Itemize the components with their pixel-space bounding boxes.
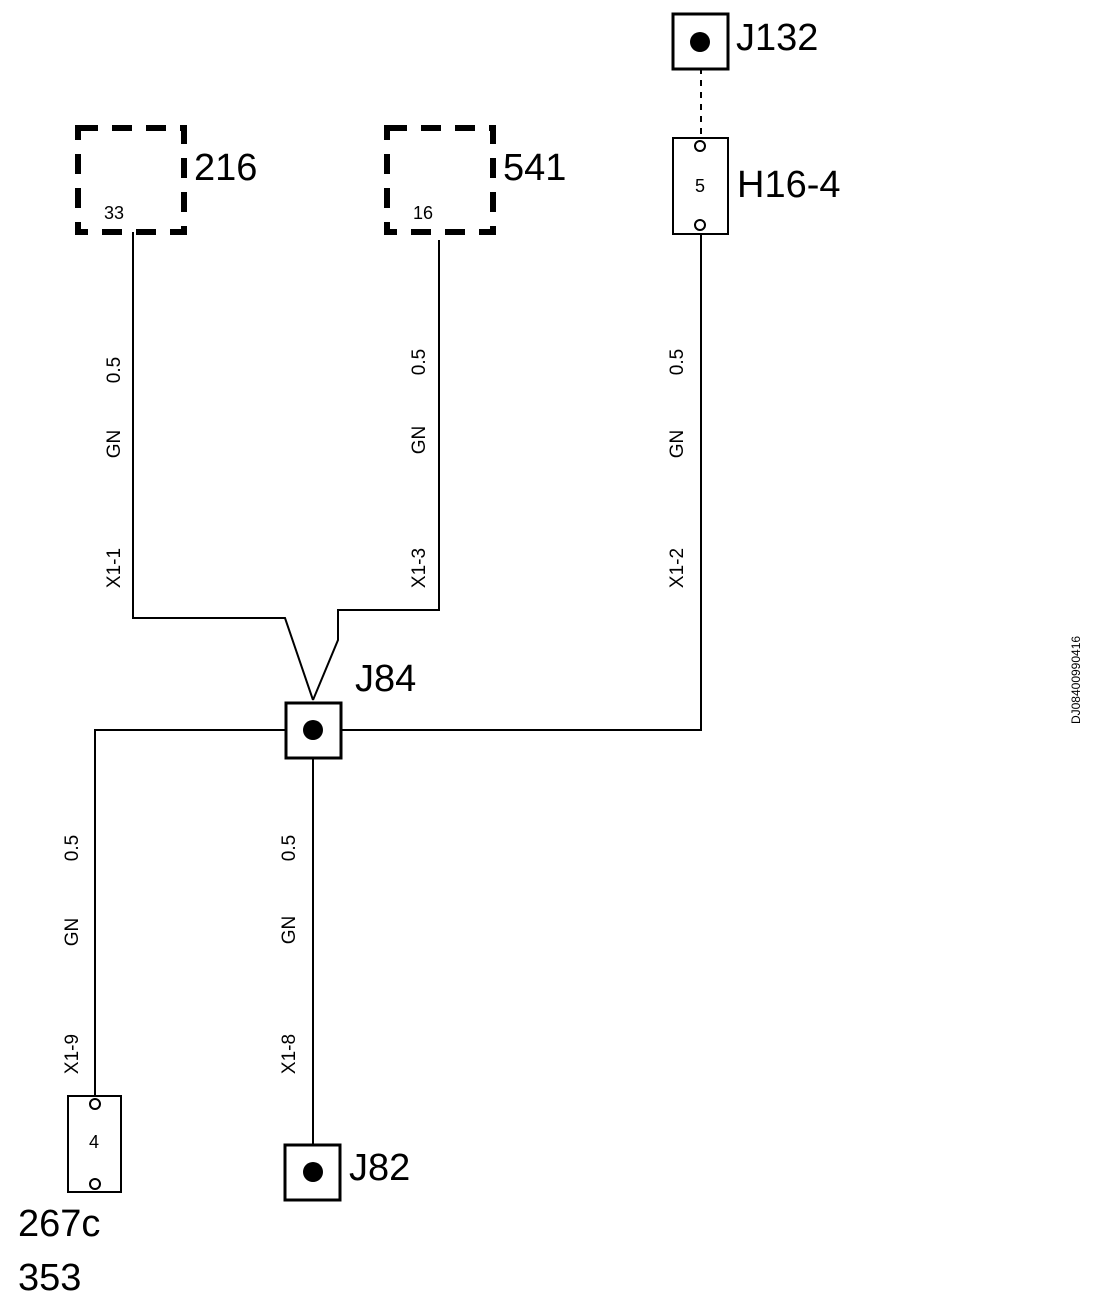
- junction-j84-label: J84: [355, 658, 416, 700]
- connector-267c-pin-number: 4: [89, 1132, 99, 1152]
- wire-x1-1-id: X1-1: [104, 548, 125, 588]
- wire-x1-8-id: X1-8: [279, 1034, 300, 1074]
- drawing-code: DJ08400990416: [1069, 636, 1083, 724]
- junction-j82: J82: [283, 1143, 410, 1202]
- junction-j132-dot: [690, 32, 710, 52]
- connector-267c-label-1: 267c: [18, 1203, 100, 1245]
- connector-h16-4-label: H16-4: [737, 164, 841, 206]
- wire-labels-x1-1: 0.5 GN X1-1: [104, 357, 125, 588]
- wire-x1-2: [340, 232, 702, 731]
- junction-j84: J84: [284, 658, 416, 760]
- connector-h16-4-pin-bottom: [694, 219, 706, 231]
- component-541-box: [384, 125, 496, 235]
- connector-267c-pin-top: [89, 1098, 101, 1110]
- wire-labels-x1-2: 0.5 GN X1-2: [667, 349, 688, 588]
- wire-x1-9-color: GN: [62, 918, 83, 947]
- wire-x1-2-size: 0.5: [667, 349, 688, 375]
- connector-h16-4-box: [672, 137, 729, 235]
- wire-x1-2-id: X1-2: [667, 548, 688, 588]
- connector-h16-4-pin-top: [694, 140, 706, 152]
- component-216: 33 216: [75, 125, 257, 235]
- wire-x1-9-id: X1-9: [62, 1034, 83, 1074]
- wire-labels-x1-9: 0.5 GN X1-9: [62, 835, 83, 1074]
- component-541-label: 541: [503, 147, 566, 189]
- wire-x1-1-size: 0.5: [104, 357, 125, 383]
- wire-labels-x1-3: 0.5 GN X1-3: [409, 349, 430, 588]
- component-216-label: 216: [194, 147, 257, 189]
- wire-labels-x1-8: 0.5 GN X1-8: [279, 835, 300, 1074]
- component-216-pin: 33: [104, 203, 124, 223]
- wire-x1-3-color: GN: [409, 426, 430, 455]
- junction-j82-label: J82: [349, 1147, 410, 1189]
- connector-267c-label-2: 353: [18, 1257, 81, 1299]
- junction-j132-label: J132: [736, 17, 818, 59]
- wire-x1-1: [132, 232, 314, 701]
- wire-x1-3: [312, 240, 440, 701]
- wire-x1-2-color: GN: [667, 430, 688, 459]
- component-541: 16 541: [384, 125, 566, 235]
- wire-x1-3-id: X1-3: [409, 548, 430, 588]
- connector-h16-4-pin-number: 5: [695, 176, 705, 196]
- wire-x1-1-color: GN: [104, 430, 125, 459]
- connector-267c: 4 267c 353: [18, 1095, 122, 1299]
- connector-267c-box: [67, 1095, 122, 1193]
- wires: [94, 68, 702, 1160]
- wire-x1-3-size: 0.5: [409, 349, 430, 375]
- wire-x1-9: [94, 729, 286, 1100]
- component-541-pin: 16: [413, 203, 433, 223]
- component-216-box: [75, 125, 187, 235]
- wire-x1-9-size: 0.5: [62, 835, 83, 861]
- wire-x1-8-size: 0.5: [279, 835, 300, 861]
- connector-h16-4: 5 H16-4: [672, 137, 841, 235]
- junction-j82-dot: [303, 1162, 323, 1182]
- connector-267c-pin-bottom: [89, 1178, 101, 1190]
- junction-j84-dot: [303, 720, 323, 740]
- junction-j132: J132: [671, 12, 818, 71]
- wire-x1-8-color: GN: [279, 916, 300, 945]
